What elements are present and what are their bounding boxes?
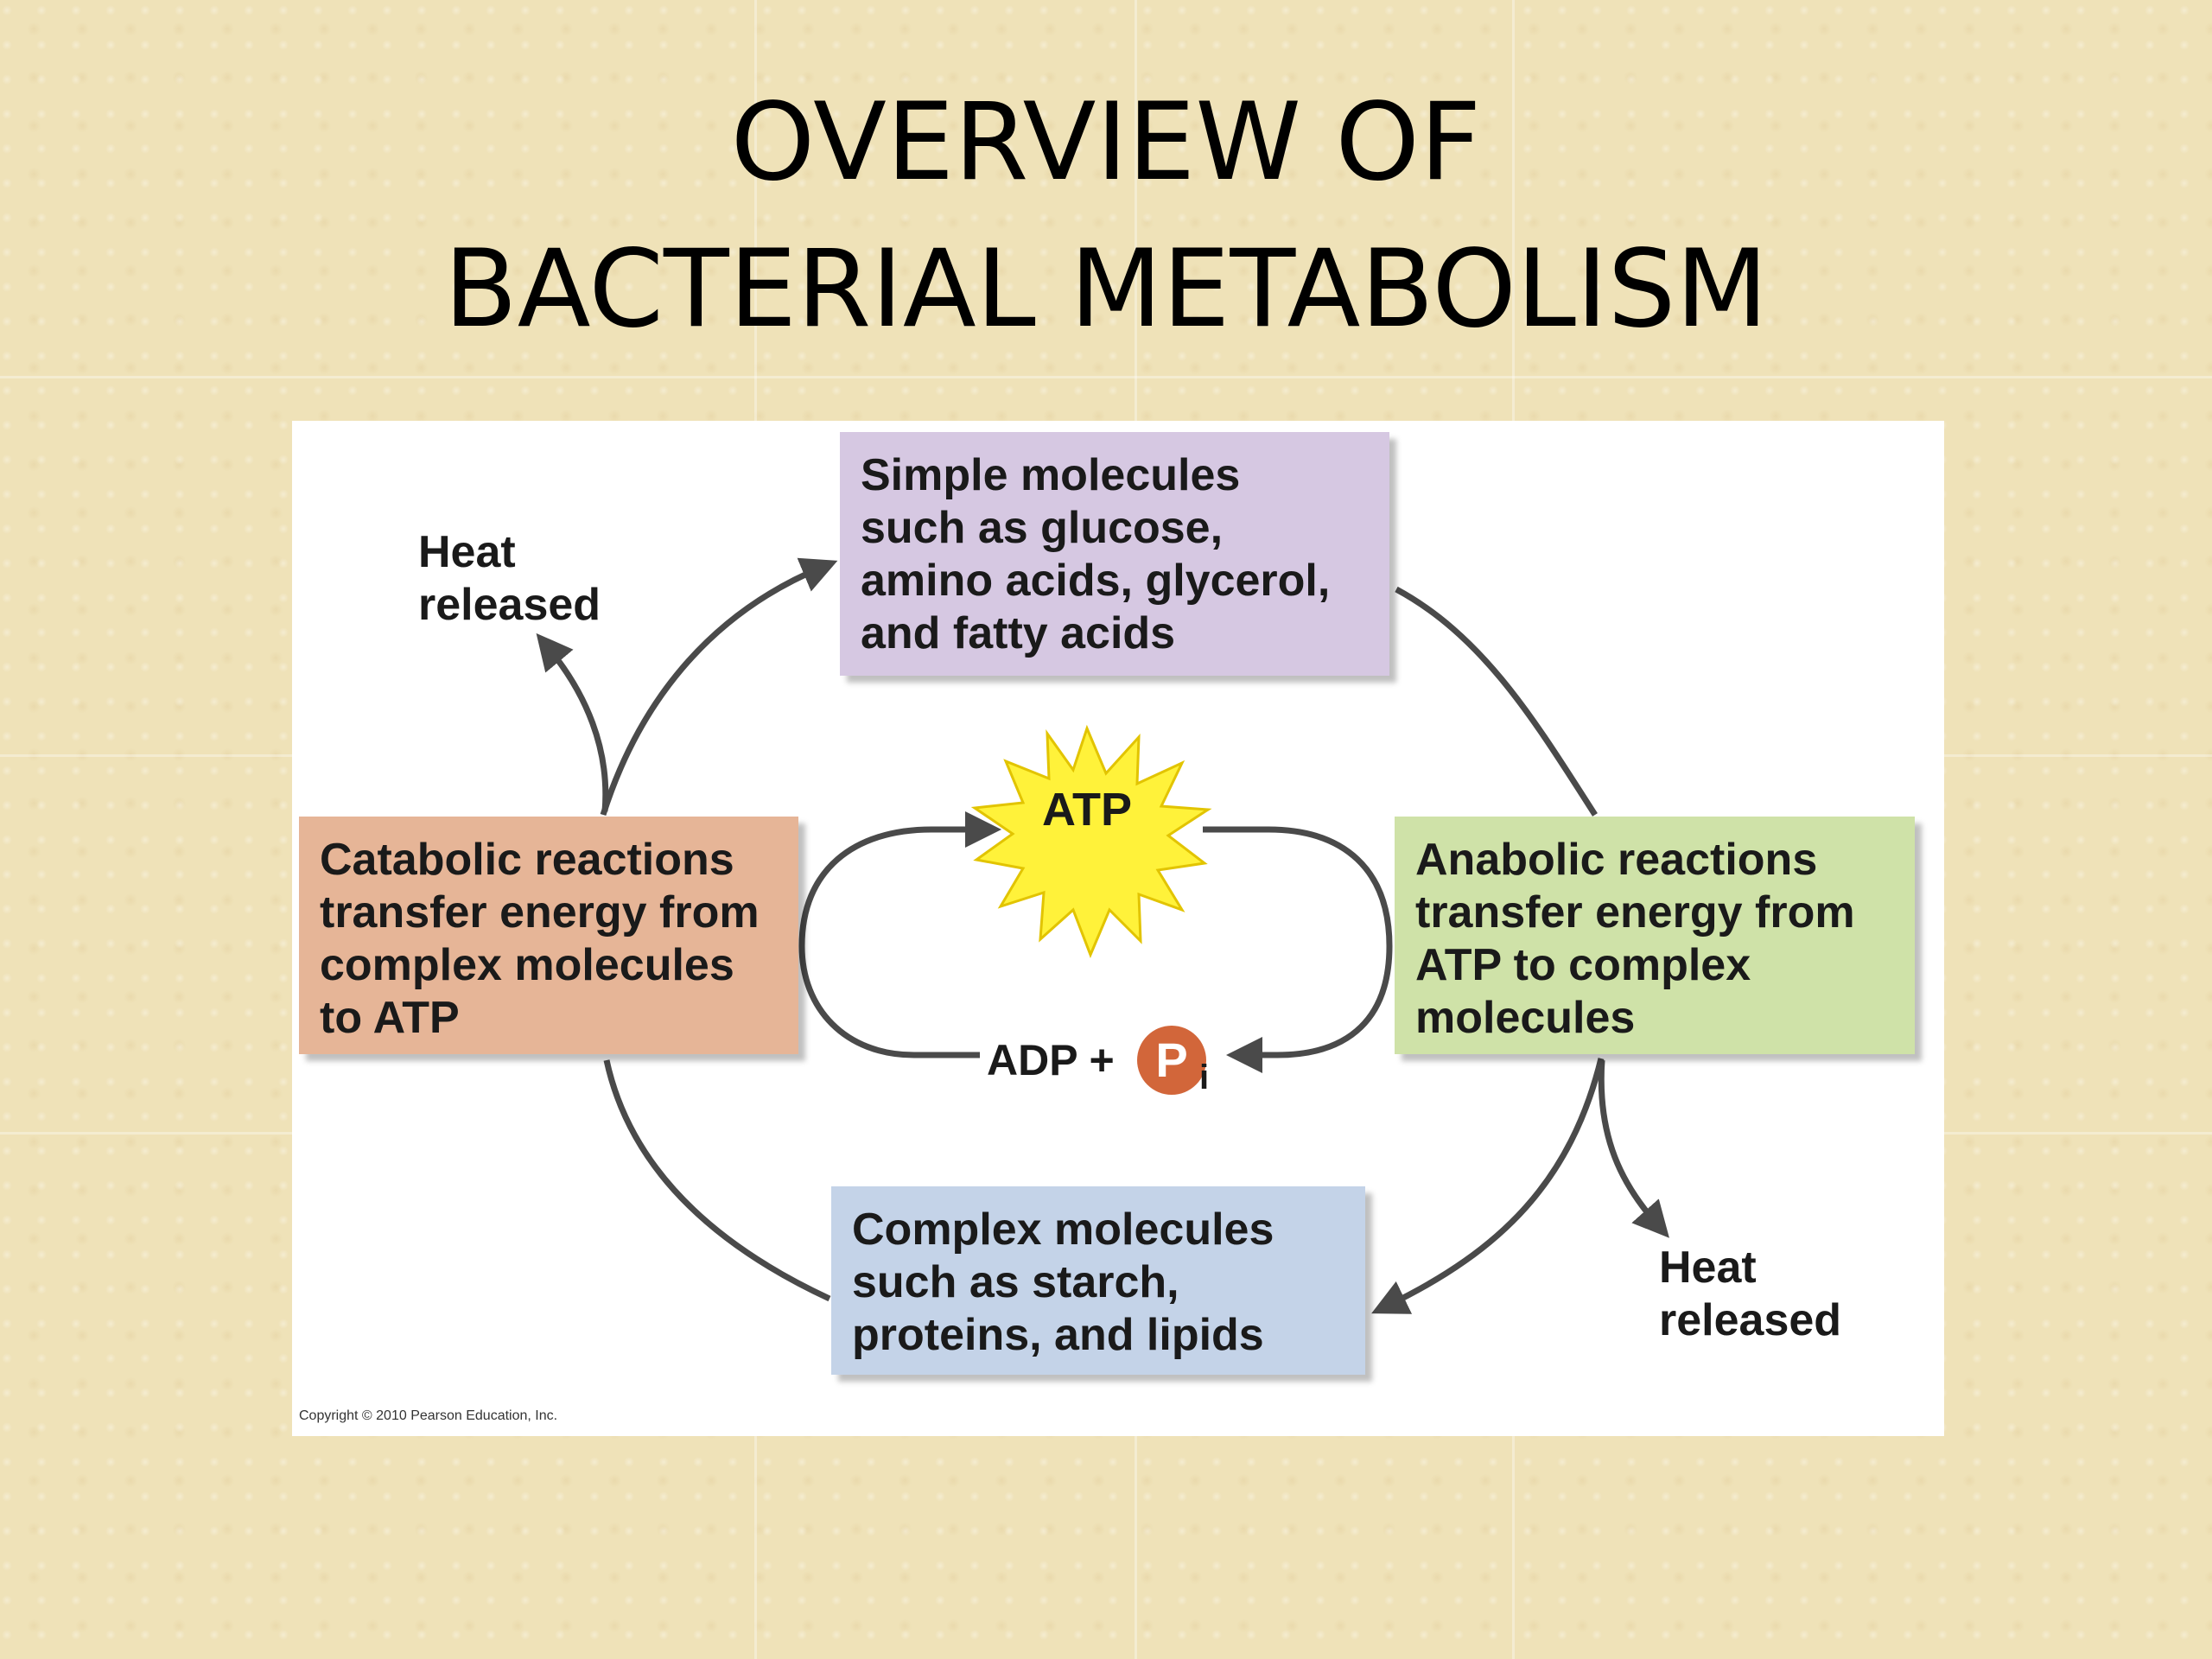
catabolic-line: transfer energy from [320,887,760,938]
simple-molecules-line: such as glucose, [861,503,1224,553]
anabolic-line: transfer energy from [1415,887,1855,938]
complex-molecules-line: such as starch, [852,1257,1179,1307]
phosphate-subscript: i [1199,1058,1210,1096]
arrow-complex-to-catabolic [603,1059,831,1302]
slide-title-line-2: BACTERIAL METABOLISM [443,227,1769,352]
heat-left-line: released [418,580,601,630]
complex-molecules-box: Complex molecules such as starch, protei… [831,1186,1365,1375]
metabolism-diagram: Simple molecules such as glucose, amino … [292,421,1944,1436]
heat-right-line: Heat [1659,1243,1757,1293]
phosphate-icon: P [1137,1026,1206,1095]
copyright-note: Copyright © 2010 Pearson Education, Inc. [299,1408,558,1423]
heat-released-left: Heat released [418,526,601,632]
slide-title-line-1: OVERVIEW OF [730,80,1482,205]
arrow-heat-right [1598,1059,1669,1238]
catabolic-line: Catabolic reactions [320,835,734,885]
complex-molecules-line: proteins, and lipids [852,1310,1264,1360]
complex-molecules-line: Complex molecules [852,1205,1274,1255]
atp-starburst [970,724,1212,959]
arrow-catabolic-to-simple [600,557,838,817]
arrow-adp-to-atp [798,811,1001,1058]
background-seam [0,376,2212,378]
heat-right-line: released [1659,1295,1842,1345]
simple-molecules-line: Simple molecules [861,450,1241,500]
catabolic-line: to ATP [320,993,460,1043]
adp-label: ADP + [987,1036,1115,1084]
arrow-atp-to-adp [1203,826,1393,1073]
atp-label: ATP [1042,784,1132,836]
anabolic-line: molecules [1415,993,1636,1043]
slide-title: OVERVIEW OF BACTERIAL METABOLISM [0,69,2212,363]
heat-released-right: Heat released [1659,1242,1841,1347]
arrow-simple-to-anabolic [1395,586,1598,817]
anabolic-line: Anabolic reactions [1415,835,1818,885]
simple-molecules-box: Simple molecules such as glucose, amino … [840,432,1389,676]
diagram-arrows [536,557,1669,1314]
simple-molecules-line: and fatty acids [861,608,1176,658]
anabolic-line: ATP to complex [1415,940,1751,990]
heat-left-line: Heat [418,527,516,577]
arrow-anabolic-to-complex [1371,1058,1605,1314]
anabolic-reactions-box: Anabolic reactions transfer energy from … [1395,817,1915,1054]
arrow-heat-left [536,632,609,812]
catabolic-line: complex molecules [320,940,734,990]
simple-molecules-line: amino acids, glycerol, [861,556,1331,606]
catabolic-reactions-box: Catabolic reactions transfer energy from… [299,817,798,1054]
